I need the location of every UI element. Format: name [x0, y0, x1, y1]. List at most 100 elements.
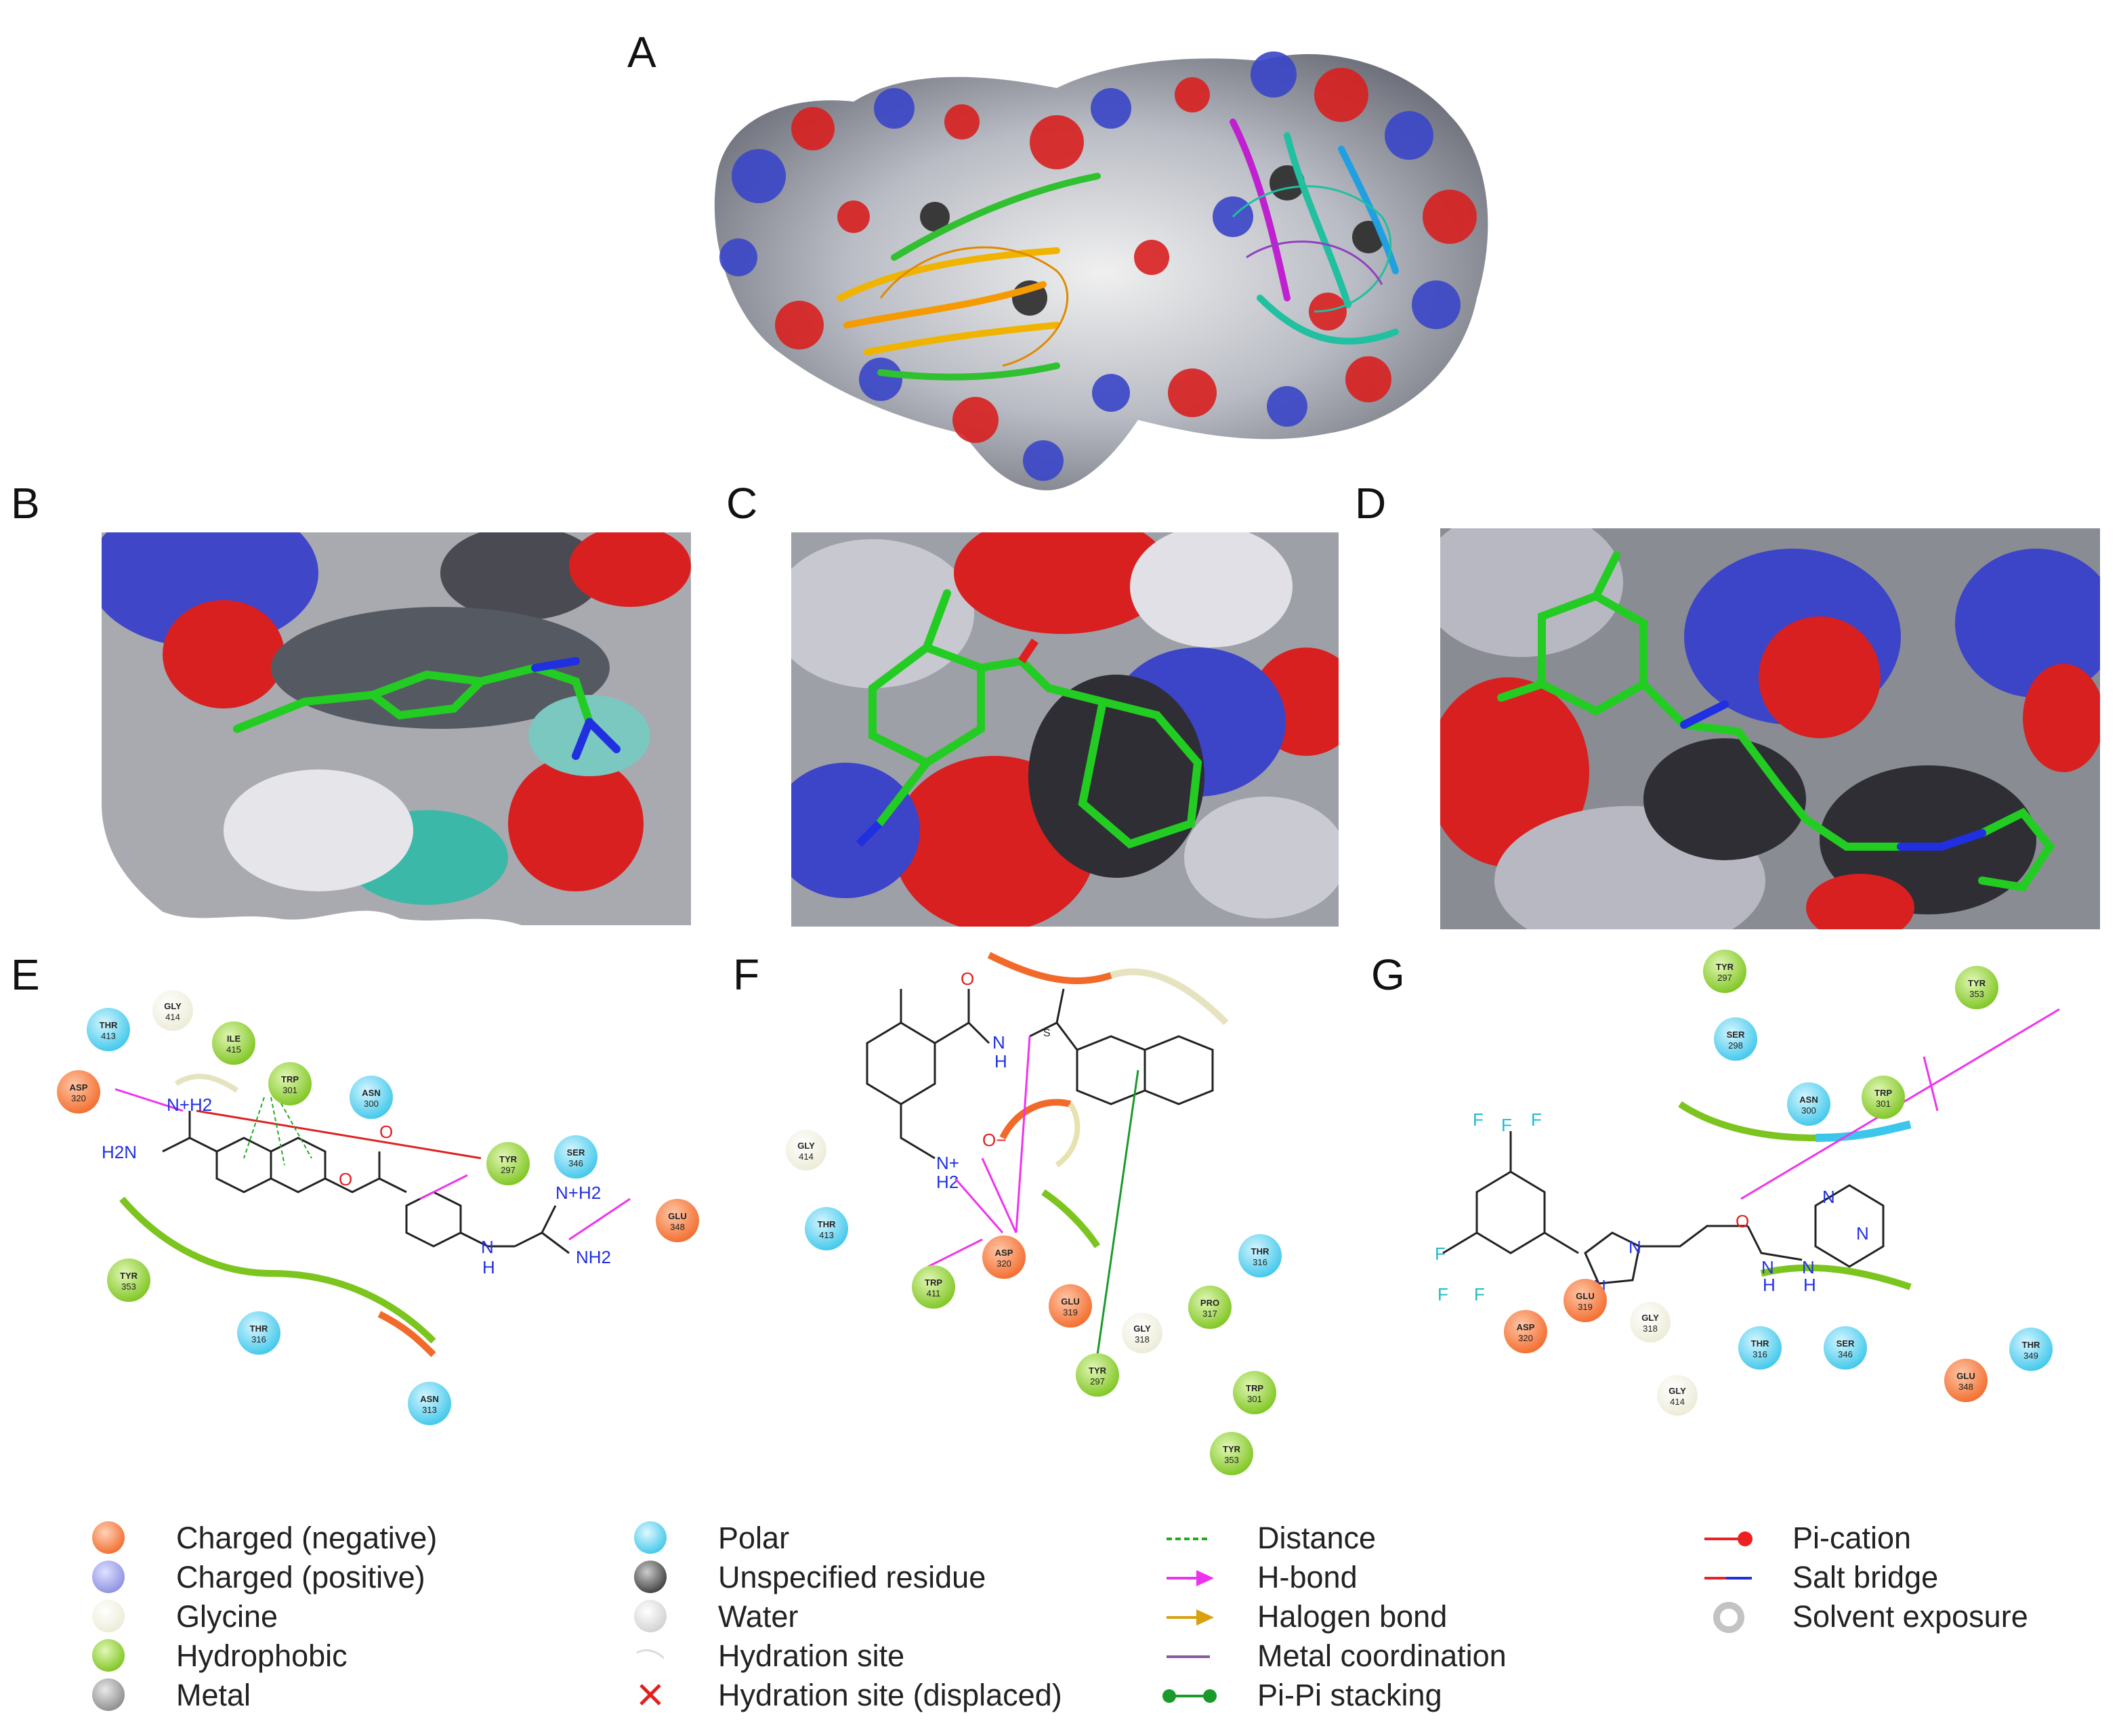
atom-nh2-right: N+H2 [555, 1183, 601, 1203]
atom-h1: H [1763, 1275, 1776, 1295]
atom-h2: H [1803, 1275, 1816, 1295]
panel-label-f: F [733, 950, 760, 999]
legend-metal-coordination: Metal coordination [1167, 1638, 1507, 1673]
svg-text:Halogen bond: Halogen bond [1257, 1599, 1447, 1634]
legend-hydrophobic: Hydrophobic [92, 1638, 348, 1673]
legend-hydration-site: Hydration site [636, 1638, 904, 1673]
svg-text:GLY: GLY [164, 1001, 182, 1011]
legend: Charged (negative) Charged (positive) Gl… [68, 1510, 2100, 1734]
legend-glycine: Glycine [92, 1599, 278, 1634]
svg-text:GLU: GLU [1061, 1296, 1079, 1307]
atom-n3: N [1822, 1187, 1835, 1207]
svg-text:Charged (positive): Charged (positive) [176, 1560, 425, 1594]
svg-text:TYR: TYR [120, 1271, 138, 1281]
legend-metal: Metal [92, 1678, 251, 1712]
svg-text:TYR: TYR [1968, 978, 1986, 988]
svg-text:346: 346 [568, 1158, 583, 1168]
panel-label-d: D [1355, 479, 1387, 528]
atom-n4: N [1856, 1223, 1869, 1244]
atom-o: O [1736, 1211, 1749, 1231]
svg-text:298: 298 [1728, 1040, 1743, 1051]
svg-text:Pi-Pi stacking: Pi-Pi stacking [1257, 1678, 1442, 1712]
svg-text:Water: Water [718, 1599, 798, 1634]
atom-nh2-bottom: NH2 [576, 1247, 611, 1267]
svg-text:Distance: Distance [1257, 1521, 1376, 1555]
atom-nh2-top: N+H2 [167, 1095, 212, 1115]
legend-pi-cation: Pi-cation [1704, 1521, 1911, 1555]
svg-text:319: 319 [1063, 1307, 1078, 1317]
svg-text:Polar: Polar [718, 1521, 789, 1555]
atom-o-carbonyl: O [379, 1122, 393, 1142]
svg-text:ILE: ILE [227, 1034, 241, 1044]
svg-text:Hydration site (displaced): Hydration site (displaced) [718, 1678, 1062, 1712]
svg-text:ASP: ASP [1517, 1322, 1535, 1332]
legend-distance: Distance [1167, 1521, 1376, 1555]
binding-pocket-d-image [1440, 528, 2100, 929]
svg-text:TYR: TYR [499, 1154, 518, 1164]
legend-charged-positive: Charged (positive) [92, 1560, 425, 1594]
svg-text:415: 415 [226, 1044, 241, 1055]
atom-f6: F [1474, 1284, 1485, 1305]
svg-text:320: 320 [1518, 1333, 1533, 1343]
svg-text:H-bond: H-bond [1257, 1560, 1358, 1594]
svg-text:353: 353 [1969, 989, 1984, 999]
svg-text:317: 317 [1202, 1309, 1217, 1319]
legend-h-bond: H-bond [1167, 1560, 1358, 1594]
atom-nplus: N+ [936, 1153, 959, 1173]
svg-text:GLY: GLY [1641, 1313, 1659, 1323]
legend-salt-bridge: Salt bridge [1704, 1560, 1938, 1594]
svg-text:THR: THR [1751, 1338, 1769, 1349]
atom-h: H [994, 1051, 1007, 1072]
legend-charged-negative: Charged (negative) [92, 1521, 437, 1555]
svg-text:THR: THR [818, 1219, 836, 1229]
atom-o: O [961, 969, 974, 989]
protein-surface-image [677, 14, 1531, 508]
svg-text:GLU: GLU [1576, 1291, 1594, 1301]
svg-text:Hydrophobic: Hydrophobic [176, 1638, 348, 1673]
legend-water: Water [634, 1599, 798, 1634]
svg-text:301: 301 [1876, 1099, 1891, 1109]
svg-text:319: 319 [1578, 1302, 1593, 1312]
svg-text:TYR: TYR [1223, 1444, 1241, 1454]
svg-text:Charged (negative): Charged (negative) [176, 1521, 437, 1555]
svg-text:TRP: TRP [281, 1074, 299, 1084]
atom-f3: F [1531, 1109, 1542, 1130]
svg-text:Salt bridge: Salt bridge [1792, 1560, 1938, 1594]
svg-text:300: 300 [1801, 1105, 1816, 1116]
svg-text:SER: SER [1837, 1338, 1855, 1349]
atom-ominus: O− [982, 1130, 1006, 1150]
svg-text:297: 297 [1090, 1376, 1105, 1386]
svg-text:413: 413 [819, 1230, 834, 1240]
svg-text:346: 346 [1838, 1349, 1853, 1359]
svg-text:ASN: ASN [1799, 1095, 1818, 1105]
svg-text:GLU: GLU [668, 1211, 686, 1221]
panel-label-c: C [726, 479, 758, 528]
atom-n1: N [1629, 1237, 1641, 1257]
svg-text:301: 301 [1247, 1394, 1262, 1404]
svg-text:TRP: TRP [1874, 1088, 1892, 1098]
atom-nh: N [481, 1237, 494, 1257]
atom-nh1: N [1761, 1257, 1774, 1277]
svg-text:413: 413 [101, 1031, 116, 1041]
svg-text:TYR: TYR [1089, 1365, 1107, 1376]
svg-text:GLU: GLU [1956, 1371, 1975, 1381]
svg-text:349: 349 [2023, 1351, 2038, 1361]
svg-text:SER: SER [1727, 1030, 1745, 1040]
